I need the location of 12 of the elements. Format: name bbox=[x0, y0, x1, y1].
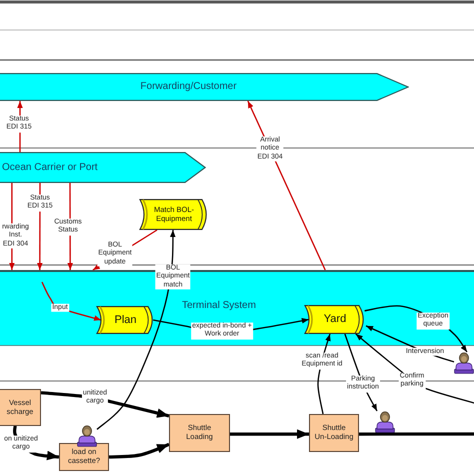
banner-arrow: Ocean Carrier or Port bbox=[0, 152, 206, 183]
person-icon bbox=[454, 352, 474, 374]
arrow bbox=[230, 429, 309, 439]
arrow bbox=[96, 230, 176, 430]
arrow bbox=[41, 282, 102, 321]
person-icon bbox=[375, 411, 395, 433]
banner-arrow: Forwarding/Customer bbox=[0, 73, 409, 101]
swimlane-band bbox=[0, 270, 474, 346]
connector-line bbox=[359, 432, 474, 436]
lane-title: Terminal System bbox=[182, 300, 256, 312]
person-icon bbox=[77, 425, 97, 447]
arrow bbox=[108, 442, 170, 459]
